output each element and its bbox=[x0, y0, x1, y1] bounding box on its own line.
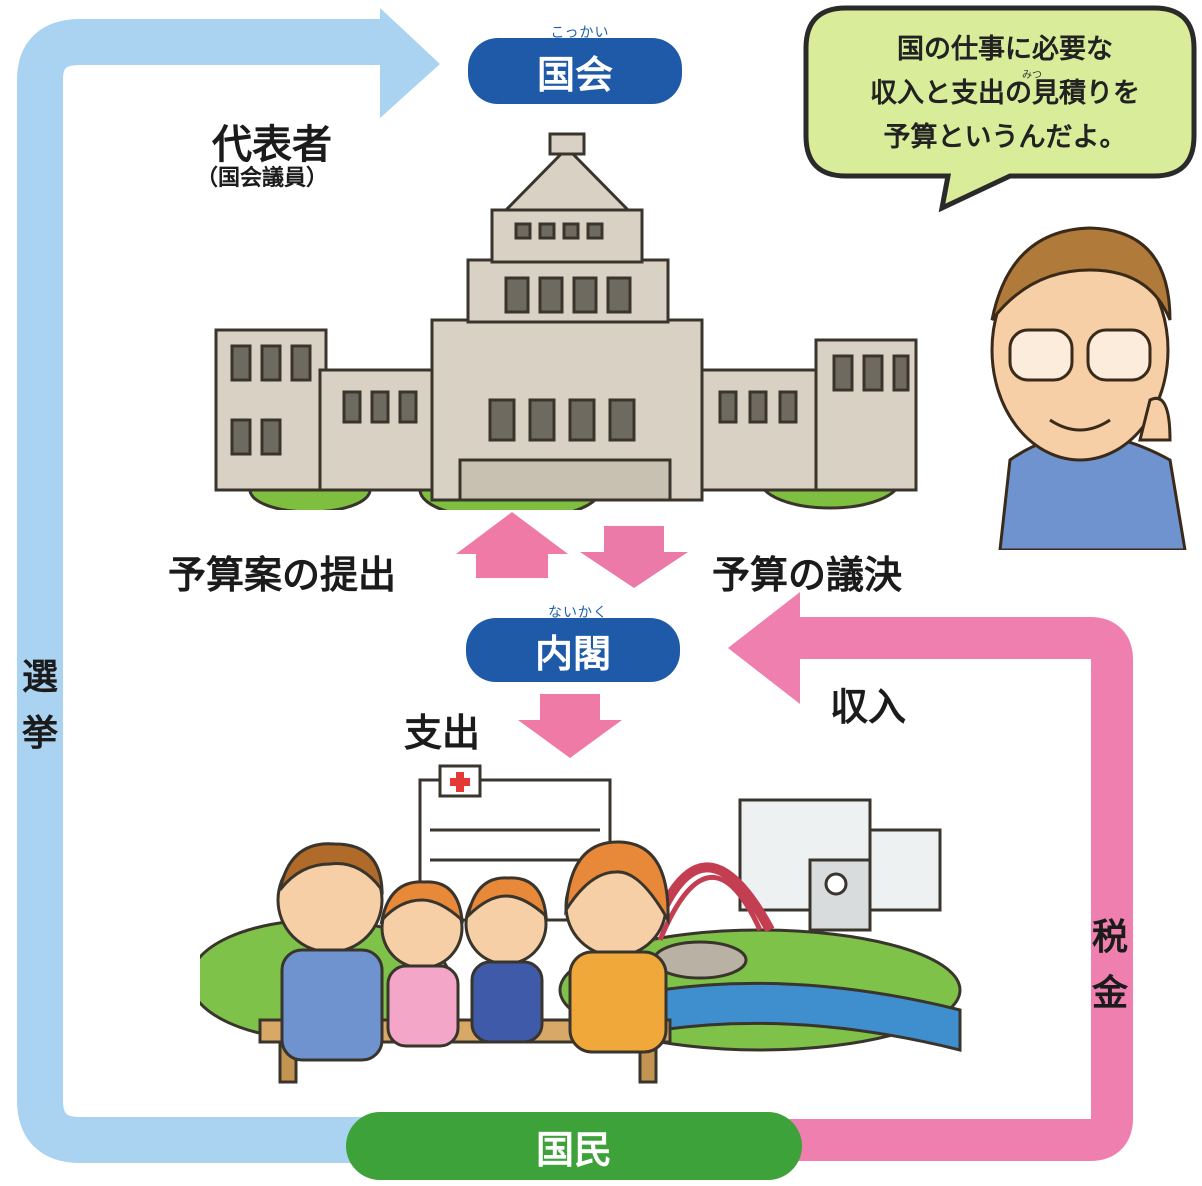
expenditure-arrow bbox=[518, 694, 622, 758]
kokkai-pill: 国会 bbox=[468, 38, 682, 104]
election-char-1: 選 bbox=[21, 657, 58, 698]
tax-arrowhead bbox=[728, 592, 800, 704]
teacher-character-illustration bbox=[990, 226, 1187, 550]
kokumin-pill: 国民 bbox=[346, 1112, 802, 1180]
expenditure-label: 支出 bbox=[404, 711, 481, 755]
town-scene-illustration bbox=[200, 764, 962, 1084]
election-arrowhead bbox=[380, 8, 440, 118]
vote-arrow bbox=[580, 526, 688, 588]
school-building-illustration bbox=[738, 798, 942, 932]
submit-budget-label: 予算案の提出 bbox=[168, 553, 397, 597]
bubble-line-1: 国の仕事に必要な bbox=[897, 34, 1113, 65]
election-char-2: 挙 bbox=[21, 713, 58, 754]
tax-arrow bbox=[780, 617, 1133, 1161]
revenue-label: 収入 bbox=[830, 685, 907, 729]
bubble-line-2: 収入と支出の見積りを bbox=[870, 78, 1140, 109]
bubble-ruby: みつ bbox=[1022, 70, 1042, 81]
representatives-sub: （国会議員） bbox=[196, 166, 329, 191]
election-arrow bbox=[17, 19, 385, 1163]
submit-arrow bbox=[456, 512, 568, 578]
budget-vote-label: 予算の議決 bbox=[712, 553, 903, 597]
tax-label: 税 金 bbox=[1090, 910, 1130, 1022]
bubble-line-3: 予算というんだよ。 bbox=[883, 122, 1127, 153]
tax-char-1: 税 bbox=[1091, 917, 1128, 958]
representatives-label: 代表者 bbox=[212, 122, 332, 168]
tax-char-2: 金 bbox=[1091, 973, 1128, 1014]
naikaku-ruby: ないかく bbox=[548, 605, 608, 621]
naikaku-pill: 内閣 bbox=[466, 618, 680, 682]
election-label: 選 挙 bbox=[20, 650, 60, 762]
national-diet-building-illustration bbox=[214, 132, 918, 510]
speech-bubble bbox=[803, 5, 1197, 212]
family-on-bench-illustration bbox=[276, 840, 670, 1062]
kokkai-ruby: こっかい bbox=[550, 25, 610, 41]
